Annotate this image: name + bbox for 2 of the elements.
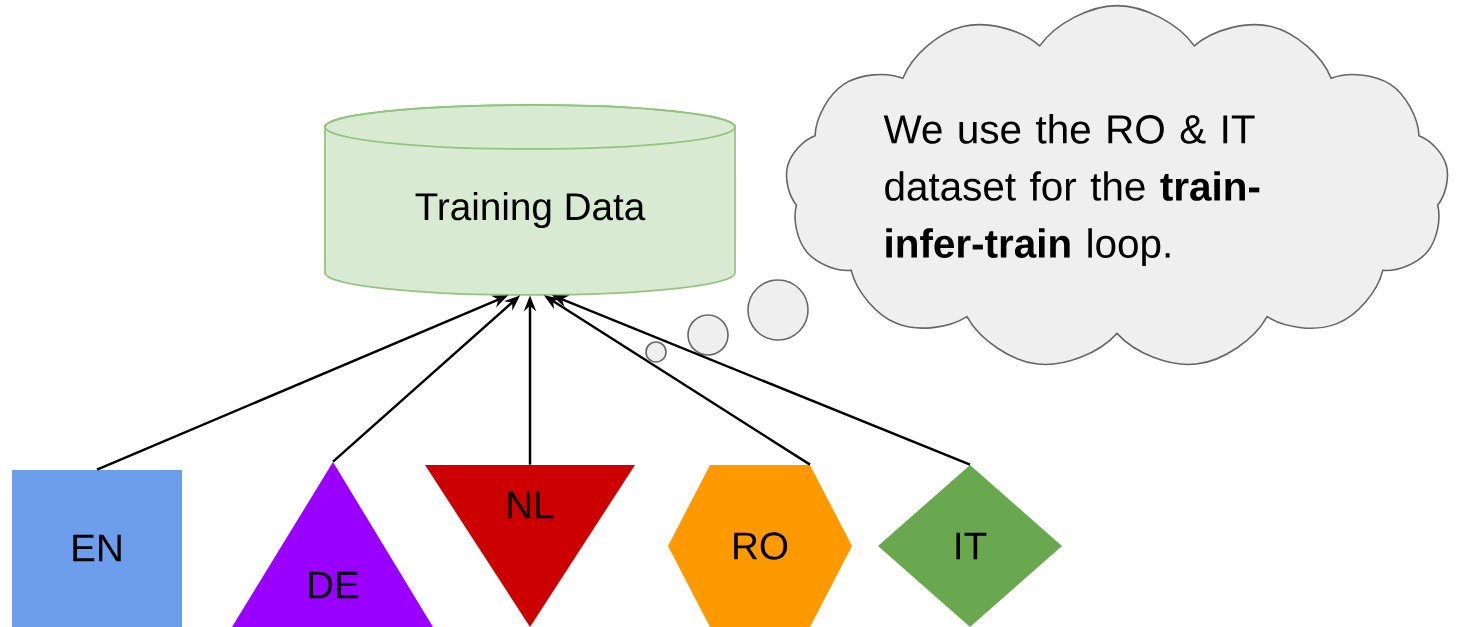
database-cylinder: Training Data bbox=[324, 104, 736, 296]
thought-cloud: We use the RO & IT dataset for the train-infer-train loop. bbox=[645, 4, 1449, 366]
